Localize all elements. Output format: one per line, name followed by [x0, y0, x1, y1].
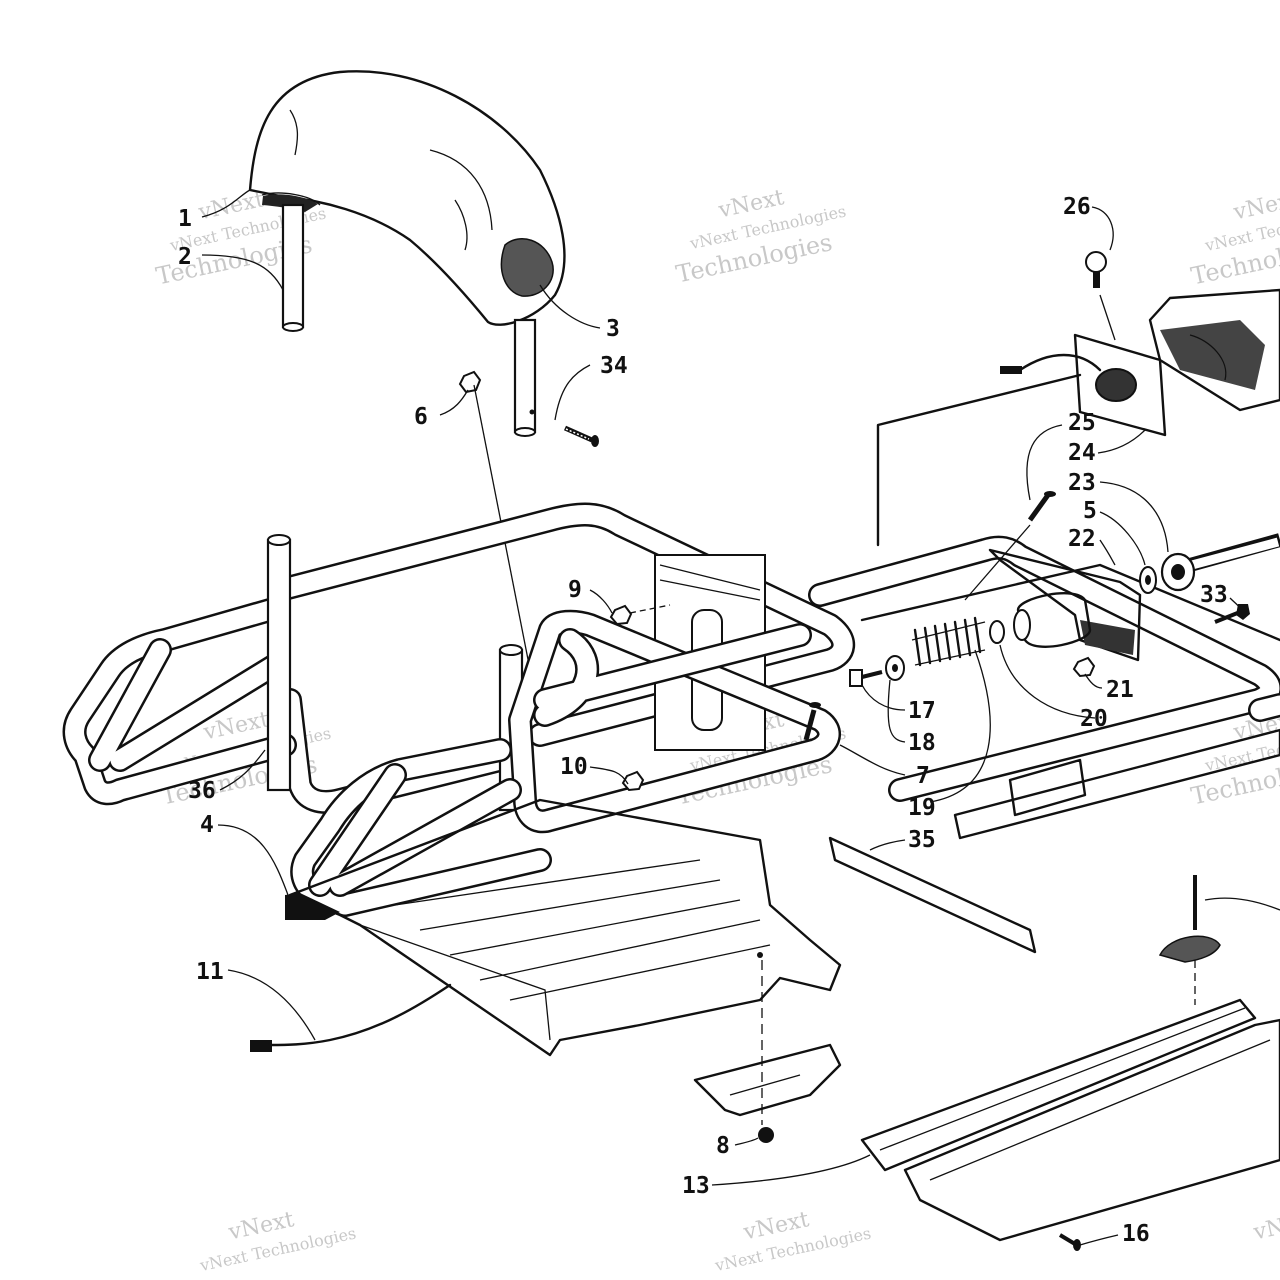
callout-5: 5: [1083, 498, 1097, 524]
side-trim-13: [860, 998, 1257, 1172]
callout-35: 35: [908, 827, 936, 853]
bolt-25: [1027, 491, 1056, 522]
callout-23: 23: [1068, 470, 1096, 496]
bolt-17: [849, 669, 883, 687]
washer-20b: [989, 620, 1005, 644]
callout-6: 6: [414, 404, 428, 430]
rivet-16: [1058, 1233, 1081, 1251]
callout-2: 2: [178, 244, 192, 270]
wire-harness-11: [250, 983, 452, 1052]
nut-21: [1072, 656, 1096, 678]
spring-19: [905, 616, 986, 667]
bolt-34: [563, 425, 599, 447]
callout-1: 1: [178, 206, 192, 232]
callout-18: 18: [908, 730, 936, 756]
backrest-cushion: [248, 70, 566, 326]
side-panel: [903, 1018, 1280, 1242]
callout-4: 4: [200, 812, 214, 838]
callout-33: 33: [1200, 582, 1228, 608]
backrest-post-right: [513, 318, 537, 437]
reinforcement-plate: [693, 1043, 842, 1117]
callout-7: 7: [916, 763, 930, 789]
callout-9: 9: [568, 577, 582, 603]
callout-10: 10: [560, 754, 588, 780]
callout-20: 20: [1080, 706, 1108, 732]
watermark-top-right: vNext vNext Technologies Technologies: [1189, 187, 1280, 290]
roller-23: [1160, 552, 1196, 592]
callout-17: 17: [908, 698, 936, 724]
callout-11: 11: [196, 959, 224, 985]
sleeve-20: [1013, 592, 1092, 648]
pin-22: [1188, 533, 1280, 572]
watermark-top-center: vNext vNext Technologies Technologies: [674, 185, 848, 288]
callout-8: 8: [716, 1133, 730, 1159]
watermark-top-left: vNext vNext Technologies Technologies: [154, 187, 328, 290]
alignment-line-9: [629, 604, 671, 614]
reflector-strip-35: [828, 836, 1037, 954]
bulb-26: [1085, 251, 1107, 288]
callout-13: 13: [682, 1173, 710, 1199]
callout-21: 21: [1106, 677, 1134, 703]
seat-base-plate: [285, 798, 842, 1057]
callout-labels: 1 2 3 34 6 26 25 24 23 5 22 33 9 17 21 1…: [178, 194, 1228, 1247]
alignment-line-25: [964, 524, 1031, 601]
callout-25: 25: [1068, 410, 1096, 436]
callout-16: 16: [1122, 1221, 1150, 1247]
watermark-bottom-left: vNext vNext Technologies: [197, 1207, 357, 1275]
washer-18: [885, 655, 905, 681]
watermark-bottom-center: vNext vNext Technologies: [712, 1207, 872, 1275]
rear-rack-frame: [62, 502, 856, 814]
callout-24: 24: [1068, 440, 1096, 466]
tail-light-mount-plate: [1073, 333, 1167, 437]
grab-handle-front: [290, 738, 552, 917]
nut-10: [621, 770, 645, 792]
watermark-bottom-right: vNext: [1251, 1207, 1280, 1245]
callout-36: 36: [188, 778, 216, 804]
watermark-line1: vNext: [1231, 187, 1280, 225]
seat-frame: [508, 554, 841, 834]
nut-8: [758, 1127, 774, 1143]
hitch-bracket: [988, 548, 1142, 662]
grommet-upper-right: [1158, 875, 1221, 1005]
bumper-rail: [953, 728, 1280, 840]
callout-19: 19: [908, 795, 936, 821]
leader-lines: [201, 189, 1280, 1246]
nut-9: [609, 604, 633, 626]
alignment-line-26: [1099, 294, 1116, 341]
callout-22: 22: [1068, 526, 1096, 552]
backrest-post-left: [281, 203, 305, 332]
washer-5: [1139, 566, 1157, 594]
callout-34: 34: [600, 353, 628, 379]
wire-harness-light: [1000, 353, 1102, 374]
nut-6: [458, 370, 482, 394]
watermark-line1: vNext: [1251, 1207, 1280, 1245]
bolt-7: [803, 702, 821, 741]
callout-3: 3: [606, 316, 620, 342]
callout-26: 26: [1063, 194, 1091, 220]
tail-light-housing: [1148, 288, 1280, 412]
